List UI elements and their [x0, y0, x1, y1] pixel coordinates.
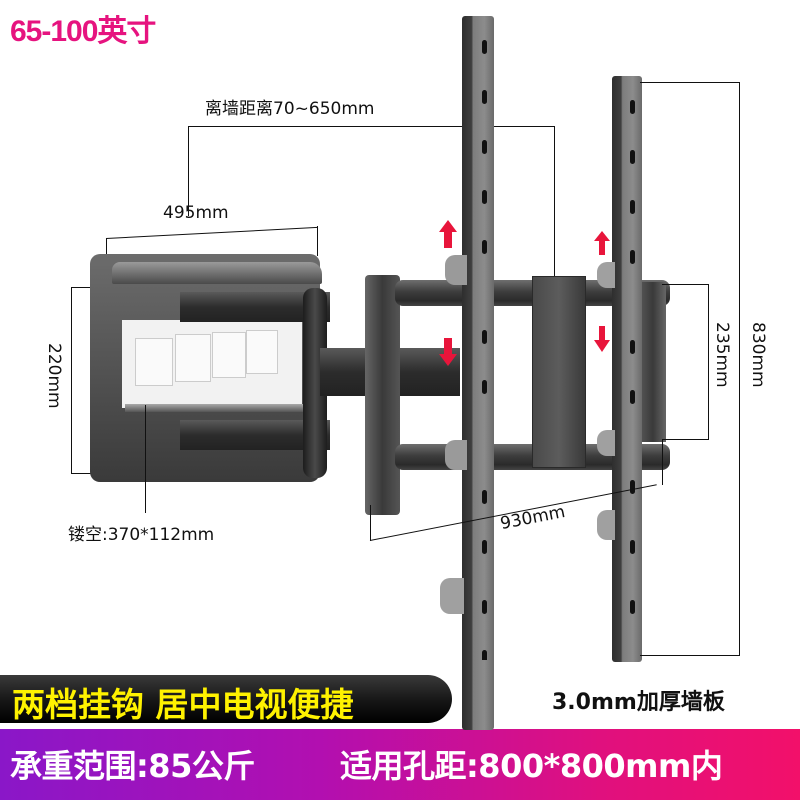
wall-plate-width-tick-left: [106, 238, 107, 268]
rail-hook: [445, 255, 467, 285]
wall-distance-tick-left: [188, 126, 189, 216]
rail-slot: [630, 150, 635, 164]
wall-distance-label: 离墙距离70~650mm: [205, 99, 375, 119]
rail-slot: [630, 340, 635, 354]
wall-distance-tick-right: [554, 126, 555, 276]
size-range-title: 65-100英寸: [10, 15, 156, 48]
power-socket-4: [246, 330, 278, 374]
cutout-label: 镂空:370*112mm: [68, 525, 215, 545]
rail-slot: [482, 90, 487, 104]
rail-slot: [482, 600, 487, 614]
rail-slot: [482, 190, 487, 204]
load-capacity-text: 承重范围:85公斤: [10, 747, 255, 785]
rail-hook: [597, 262, 615, 288]
bracket-width-label: 930mm: [498, 501, 567, 535]
rail-hook: [597, 510, 615, 540]
feature-banner: 两档挂钩 居中电视便捷: [0, 675, 452, 724]
rail-slot: [482, 490, 487, 504]
rail-hook: [445, 440, 467, 470]
rail-slot: [482, 40, 487, 54]
left-vertical-rail: [462, 16, 494, 698]
power-socket-2: [175, 334, 211, 382]
inner-height-tick-top: [662, 284, 708, 285]
center-tilt-plate: [532, 276, 586, 468]
right-end-frame: [640, 282, 666, 442]
wall-plate-width-line: [105, 226, 318, 239]
rail-hook: [597, 430, 615, 456]
right-vertical-rail: [612, 76, 642, 662]
rail-slot: [630, 480, 635, 494]
swing-frame: [365, 275, 400, 515]
cutout-pointer: [145, 405, 146, 513]
rail-height-line: [739, 82, 740, 656]
rail-slot: [482, 540, 487, 554]
rail-slot: [482, 140, 487, 154]
socket-shelf: [125, 404, 315, 412]
power-socket-3: [212, 332, 246, 378]
rail-hook: [440, 578, 464, 614]
power-socket-1: [135, 338, 173, 386]
rail-slot: [630, 250, 635, 264]
inner-height-label: 235mm: [712, 322, 732, 388]
rail-slot: [482, 240, 487, 254]
rail-slot: [482, 380, 487, 394]
vesa-spacing-text: 适用孔距:800*800mm内: [340, 747, 723, 785]
spec-banner: 承重范围:85公斤 适用孔距:800*800mm内: [0, 729, 800, 800]
wall-distance-line: [188, 126, 554, 127]
rail-height-label: 830mm: [748, 322, 768, 388]
wall-plate-height-line: [71, 287, 72, 473]
rail-slot: [630, 390, 635, 404]
wall-plate-top-flange: [112, 262, 322, 284]
feature-banner-text: 两档挂钩 居中电视便捷: [12, 685, 354, 724]
inner-height-tick-bottom: [662, 439, 708, 440]
rail-height-tick-top: [640, 82, 740, 83]
rail-slot: [630, 200, 635, 214]
wall-plate-height-tick-bottom: [71, 473, 93, 474]
bracket-width-tick-right: [662, 440, 663, 485]
left-vertical-rail-bottom: [462, 660, 494, 730]
rail-slot: [482, 650, 487, 664]
wall-plate-height-tick-top: [71, 287, 93, 288]
rail-slot: [630, 600, 635, 614]
rail-slot: [630, 540, 635, 554]
rail-height-tick-bottom: [640, 655, 740, 656]
bracket-width-tick-left: [370, 505, 371, 541]
wall-plate-height-label: 220mm: [44, 343, 64, 409]
thick-plate-label: 3.0mm加厚墙板: [552, 690, 725, 715]
wall-plate-width-label: 495mm: [163, 203, 229, 223]
rail-slot: [630, 100, 635, 114]
wall-plate-width-tick-right: [317, 226, 318, 256]
inner-height-line: [708, 284, 709, 440]
rail-slot: [482, 330, 487, 344]
